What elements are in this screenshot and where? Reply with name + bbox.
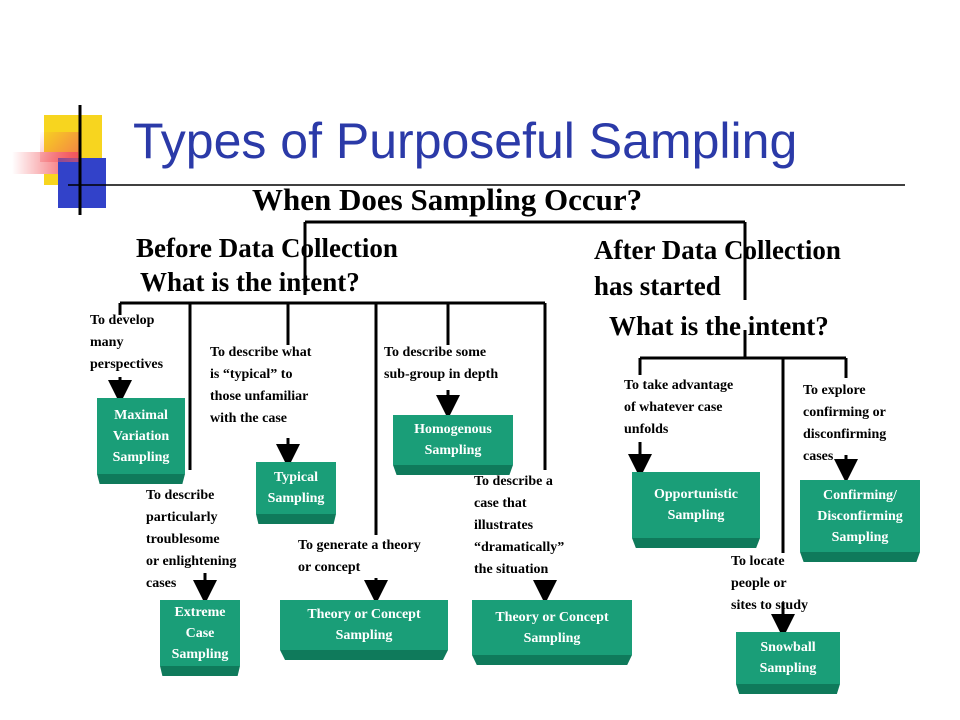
note-troublesome: To describe particularly troublesome or … — [146, 488, 237, 591]
typical-sampling-box: Typical Sampling — [256, 462, 336, 514]
before-heading-line2: What is the intent? — [140, 267, 360, 297]
opportunistic-sampling-box: Opportunistic Sampling — [632, 472, 760, 538]
before-heading-line1: Before Data Collection — [136, 233, 398, 263]
slide-title: Types of Purposeful Sampling — [133, 113, 798, 169]
note-theory: To generate a theory or concept — [298, 538, 421, 575]
note-develop: To develop many perspectives — [90, 313, 164, 372]
sampling-question: When Does Sampling Occur? — [252, 182, 643, 217]
snowball-sampling-box: Snowball Sampling — [736, 632, 840, 684]
note-advantage: To take advantage of whatever case unfol… — [624, 378, 734, 437]
theory-concept-box-2: Theory or Concept Sampling — [472, 600, 632, 655]
note-explore: To explore confirming or disconfirming c… — [803, 383, 887, 464]
maximal-variation-box: Maximal Variation Sampling — [97, 398, 185, 474]
confirming-disconfirming-box: Confirming/ Disconfirming Sampling — [800, 480, 920, 552]
note-dramatic: To describe a case that illustrates “dra… — [474, 474, 565, 577]
deco-blue-square — [58, 158, 106, 208]
note-locate: To locate people or sites to study — [731, 554, 809, 613]
after-heading-line1: After Data Collection — [594, 235, 841, 265]
homogenous-sampling-box: Homogenous Sampling — [393, 415, 513, 465]
after-intent-heading: What is the intent? — [609, 311, 829, 341]
note-typical: To describe what is “typical” to those u… — [210, 345, 312, 426]
theory-concept-box-1: Theory or Concept Sampling — [280, 600, 448, 650]
after-heading-line2: has started — [594, 271, 721, 301]
extreme-case-box: Extreme Case Sampling — [160, 600, 240, 666]
note-subgroup: To describe some sub-group in depth — [384, 345, 499, 382]
deco-red-fade — [40, 132, 80, 162]
